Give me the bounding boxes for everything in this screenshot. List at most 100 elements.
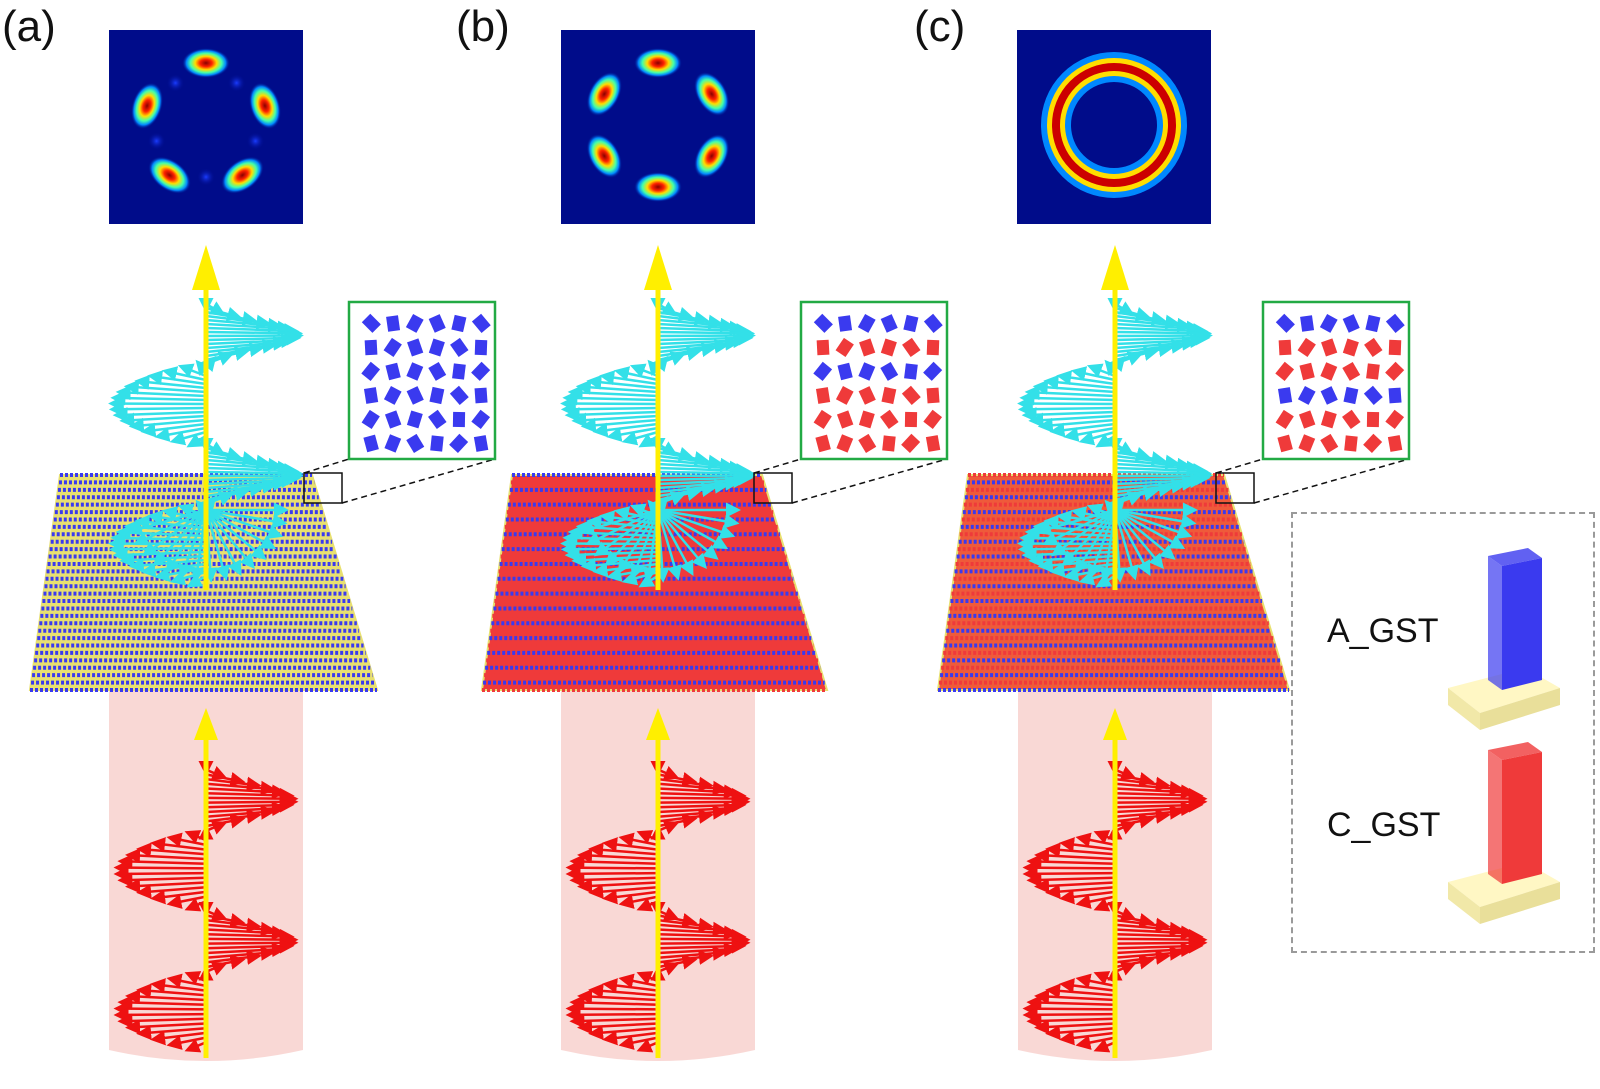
intensity-faint-lobe xyxy=(147,132,166,151)
output-field-arrow xyxy=(579,508,659,536)
output-field-arrow xyxy=(1042,508,1116,546)
output-field-arrow xyxy=(585,508,659,546)
input-field-arrow xyxy=(1045,842,1116,858)
input-field-arrow xyxy=(1114,917,1171,933)
unit-cell-tile xyxy=(449,385,469,405)
unit-cell-tile xyxy=(1298,410,1316,429)
output-field-arrow xyxy=(1114,509,1176,560)
intensity-lobe xyxy=(248,82,282,130)
unit-cell-tile xyxy=(363,387,379,404)
input-field-arrow xyxy=(205,913,246,928)
output-field-arrow xyxy=(617,509,660,574)
output-field-arrow xyxy=(657,460,745,476)
output-field-arrow xyxy=(1019,530,1116,546)
output-helix xyxy=(560,298,756,588)
legend-label-a-gst: A_GST xyxy=(1327,612,1439,650)
output-field-arrow xyxy=(133,508,207,546)
input-field-arrow xyxy=(1034,989,1116,1005)
zoom-line-upper xyxy=(1215,458,1264,474)
output-field-arrow xyxy=(205,508,288,529)
unit-cell-tile xyxy=(903,314,919,333)
unit-cell-tile xyxy=(1319,313,1338,333)
input-field-arrow xyxy=(636,1038,659,1053)
panel-a xyxy=(28,30,497,1061)
unit-cell-tile xyxy=(361,313,381,333)
output-field-arrow xyxy=(204,509,242,576)
output-field-arrow xyxy=(630,509,660,580)
input-field-arrow xyxy=(205,776,262,792)
unit-cell-tile xyxy=(925,435,941,452)
input-field-arrow xyxy=(125,848,207,864)
legend-box xyxy=(1291,512,1595,953)
unit-cell-tile xyxy=(1342,338,1359,357)
input-field-arrow xyxy=(657,928,747,944)
input-field-arrow xyxy=(113,1007,207,1023)
zoom-line-lower xyxy=(791,458,948,504)
output-field-arrow xyxy=(205,508,284,539)
legend-pillar-front-c-gst xyxy=(1502,752,1542,884)
input-field-arrow xyxy=(1114,784,1196,800)
output-field-arrow xyxy=(1113,509,1139,581)
input-field-arrow xyxy=(1059,837,1116,853)
output-field-arrow xyxy=(562,390,659,406)
output-field-arrow xyxy=(1114,508,1193,539)
input-field-arrow xyxy=(588,983,659,999)
output-field-arrow xyxy=(1114,508,1197,529)
input-field-arrow xyxy=(1114,780,1185,796)
unit-cell-tile xyxy=(880,409,899,429)
output-field-arrow xyxy=(657,323,752,339)
intensity-faint-lobe xyxy=(166,73,185,92)
legend-label-c-gst: C_GST xyxy=(1327,806,1441,844)
input-field-arrow xyxy=(1093,830,1116,844)
unit-cell-tile xyxy=(837,362,853,381)
intensity-faint-lobe xyxy=(227,73,246,92)
output-field-arrow xyxy=(140,422,207,438)
input-field-arrow xyxy=(205,928,295,944)
output-field-arrow xyxy=(1019,390,1116,406)
output-field-arrow xyxy=(205,509,255,569)
input-field-arrow xyxy=(1034,848,1116,864)
legend-graphics xyxy=(1448,548,1560,924)
output-field-arrow xyxy=(152,509,207,567)
output-field-arrow xyxy=(1050,508,1116,557)
input-field-arrow xyxy=(166,973,207,989)
output-field-arrow xyxy=(657,450,710,466)
unit-cell-tile xyxy=(428,338,445,357)
output-field-arrow xyxy=(604,509,659,567)
output-field-arrow xyxy=(115,385,207,401)
unit-cell-tile xyxy=(923,409,943,429)
unit-cell-tile xyxy=(813,313,833,333)
unit-cell-tile xyxy=(430,435,444,452)
legend-pillar-top-c-gst xyxy=(1488,742,1542,760)
input-field-arrow xyxy=(565,1001,659,1017)
unit-cell-tile xyxy=(926,387,940,404)
unit-cell-tile xyxy=(1366,411,1380,428)
input-field-arrow xyxy=(657,917,714,933)
zoom-region xyxy=(303,472,343,504)
legend-pillar-front-a-gst xyxy=(1502,558,1542,690)
output-helix xyxy=(1017,298,1213,588)
legend-pillar-side-a-gst xyxy=(1488,556,1502,690)
input-field-arrow xyxy=(1026,854,1116,870)
output-field-arrow xyxy=(1086,363,1116,378)
output-field-arrow xyxy=(562,530,659,546)
output-field-arrow xyxy=(205,460,293,476)
output-field-arrow xyxy=(1113,509,1151,576)
unit-cell-tile xyxy=(386,315,401,332)
input-field-arrow xyxy=(1114,791,1208,807)
unit-cell-tile xyxy=(1321,338,1338,357)
unit-cell-tile xyxy=(474,339,488,356)
unit-cell-tile xyxy=(406,410,423,429)
input-field-arrow xyxy=(602,978,659,994)
output-field-arrow xyxy=(657,310,710,326)
input-field-arrow xyxy=(205,794,299,810)
output-field-arrow xyxy=(1114,454,1181,470)
output-field-arrow xyxy=(1114,509,1164,569)
intensity-lobe xyxy=(634,172,682,202)
input-field-arrow xyxy=(1093,1038,1116,1053)
output-field-arrow xyxy=(1114,465,1213,481)
output-field-arrow xyxy=(1021,407,1116,423)
legend-base-front-a-gst xyxy=(1480,688,1560,730)
output-field-arrow xyxy=(1036,508,1116,536)
output-field-arrow xyxy=(586,374,659,390)
